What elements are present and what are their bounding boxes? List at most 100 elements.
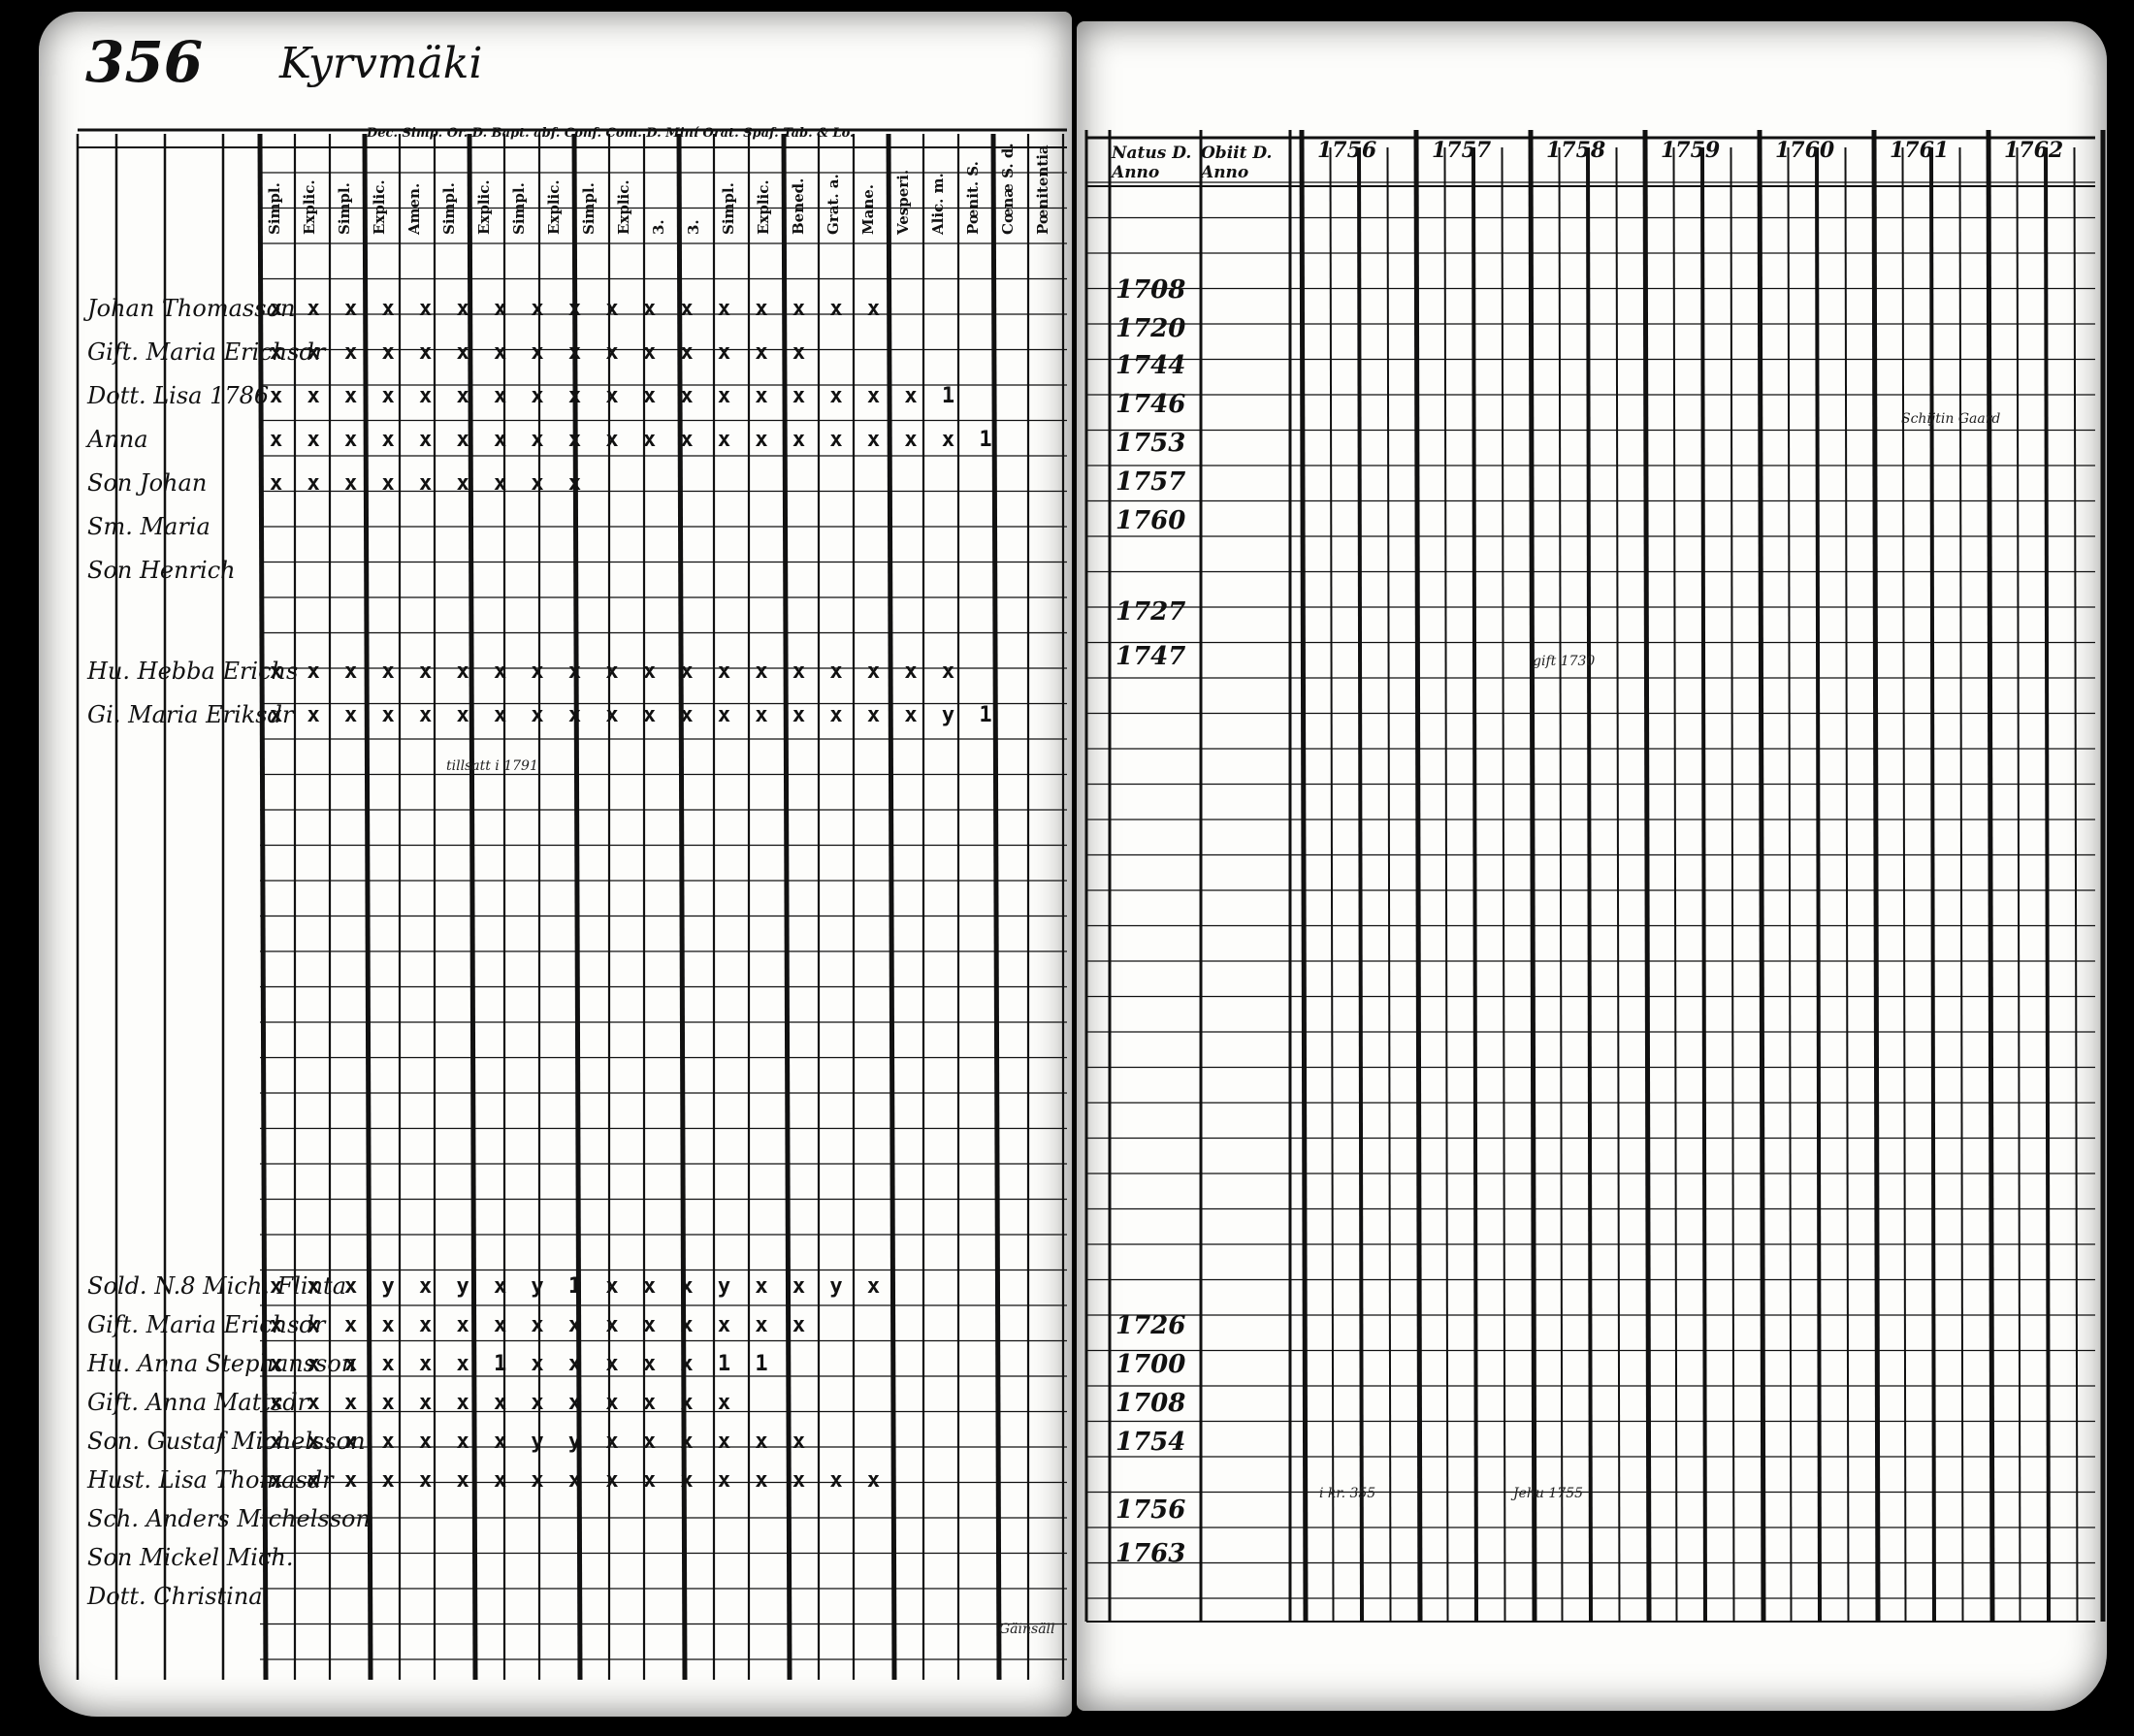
- year-subcolumn-line: [1958, 146, 1964, 1623]
- header-categories: Dec. Simp. Or. D. Bapt. abf. Conf. Com. …: [367, 126, 855, 141]
- year-subcolumn-line: [1357, 146, 1364, 1623]
- column-header: Bened.: [790, 177, 807, 235]
- year-subcolumn-line: [1787, 146, 1793, 1623]
- column-header: Simpl.: [336, 182, 353, 235]
- year-header: 1756: [1317, 138, 1377, 163]
- birth-year: 1720: [1116, 314, 1186, 343]
- page-number: 356: [85, 29, 204, 95]
- birth-year: 1744: [1116, 351, 1186, 380]
- birth-year: 1753: [1116, 429, 1186, 458]
- right-grid-lines: [1084, 129, 2106, 1623]
- year-header: 1757: [1432, 138, 1492, 163]
- person-name: Dott. Lisa 1786: [87, 382, 270, 409]
- person-name: Sm. Maria: [87, 513, 210, 540]
- column-line: [676, 133, 688, 1681]
- year-subcolumn-line: [1329, 146, 1335, 1623]
- birth-year: 1756: [1116, 1495, 1186, 1525]
- birth-year: 1727: [1116, 597, 1186, 627]
- year-subcolumn-line: [1501, 146, 1506, 1623]
- year-subcolumn-line: [1471, 146, 1478, 1623]
- column-header: Pœnitentia: [1034, 145, 1051, 235]
- attendance-marks: x x x x x x 1 x x x x x 1 1: [270, 1352, 774, 1376]
- column-header: Vesperi.: [894, 169, 912, 235]
- person-name: Gi. Maria Eriksdr: [87, 701, 294, 728]
- attendance-marks: x x x x x x x y y x x x x x x: [270, 1430, 812, 1454]
- column-header: Explic.: [615, 179, 632, 235]
- annotation-note: gift 1730: [1533, 654, 1596, 669]
- birth-year: 1760: [1116, 506, 1186, 535]
- person-name: Son Mickel Mich.: [87, 1544, 294, 1571]
- year-header: 1761: [1890, 138, 1950, 163]
- person-name: Sold. N.8 Mich. Flinta: [87, 1272, 346, 1300]
- column-header: Simpl.: [510, 182, 528, 235]
- person-name: Anna: [87, 426, 148, 453]
- year-subcolumn-line: [1586, 146, 1593, 1623]
- column-line: [990, 133, 1002, 1681]
- birth-year: 1708: [1116, 1389, 1186, 1418]
- column-header: Simpl.: [720, 182, 737, 235]
- year-header: 1762: [2004, 138, 2064, 163]
- person-name: Hu. Hebba Erichs: [87, 658, 299, 685]
- attendance-marks: x x x x x x x x x x x x x x x: [270, 1313, 812, 1337]
- left-grid-lines: [76, 128, 1067, 1681]
- column-header: Simpl.: [440, 182, 458, 235]
- birth-year: 1746: [1116, 390, 1186, 419]
- attendance-marks: x x x x x x x x x x x x x x x x x x 1: [270, 384, 961, 408]
- birth-year: 1754: [1116, 1428, 1186, 1457]
- natus-header: Natus D. Anno: [1112, 144, 1192, 182]
- obiit-header: Obiit D. Anno: [1201, 144, 1273, 182]
- person-name: Johan Thomasson: [87, 295, 296, 322]
- annotation-note: Schijtin Gaard: [1901, 411, 2001, 427]
- year-subcolumn-line: [1700, 146, 1707, 1623]
- attendance-marks: x x x x x x x x x: [270, 471, 588, 496]
- person-name: Dott. Christina: [87, 1583, 263, 1610]
- annotation-note: Gäinsäll: [999, 1622, 1055, 1637]
- year-subcolumn-line: [1558, 146, 1564, 1623]
- year-column-line: [1413, 129, 1423, 1623]
- attendance-marks: x x x y x y x y 1 x x x y x x y x: [270, 1274, 887, 1299]
- column-header: Cœnæ S. d.: [999, 143, 1017, 235]
- column-line: [362, 133, 373, 1681]
- year-header: 1759: [1661, 138, 1721, 163]
- column-line: [467, 133, 478, 1681]
- birth-year: 1757: [1116, 467, 1186, 497]
- attendance-marks: x x x x x x x x x x x x x x x x x x x 1: [270, 428, 998, 452]
- year-column-line: [1986, 129, 1995, 1623]
- person-name: Sch. Anders Michelsson: [87, 1505, 371, 1532]
- column-header: Amen.: [405, 182, 423, 235]
- year-column-line: [1871, 129, 1881, 1623]
- attendance-marks: x x x x x x x x x x x x x: [270, 1391, 737, 1415]
- column-header: Simpl.: [580, 182, 598, 235]
- year-subcolumn-line: [2073, 146, 2079, 1623]
- annotation-note: tillsatt i 1791: [446, 758, 538, 774]
- column-line: [781, 133, 792, 1681]
- attendance-marks: x x x x x x x x x x x x x x x: [270, 340, 812, 365]
- column-header: Simpl.: [266, 182, 283, 235]
- person-name: Gift. Anna Mattsdr: [87, 1389, 309, 1416]
- birth-year: 1708: [1116, 275, 1186, 305]
- left-page: 356 Kyrvmäki Dec. Simp. Or. D. Bapt. abf…: [39, 12, 1072, 1717]
- year-subcolumn-line: [1615, 146, 1621, 1623]
- attendance-marks: x x x x x x x x x x x x x x x x x x x: [270, 659, 961, 684]
- year-column-line: [1299, 129, 1309, 1623]
- person-name: Gift. Maria Erichsdr: [87, 338, 326, 366]
- column-line: [571, 133, 583, 1681]
- person-name: Son Henrich: [87, 557, 236, 584]
- person-name: Gift. Maria Erichsdr: [87, 1311, 326, 1338]
- attendance-marks: x x x x x x x x x x x x x x x x x: [270, 1468, 887, 1493]
- annotation-note: Jehu 1755: [1513, 1486, 1584, 1501]
- year-column-line: [1528, 129, 1537, 1623]
- year-subcolumn-line: [2044, 146, 2051, 1623]
- person-name: Son Johan: [87, 469, 208, 497]
- column-header: Explic.: [545, 179, 563, 235]
- column-header: Explic.: [301, 179, 318, 235]
- column-header: Pœnit. S.: [964, 161, 982, 235]
- column-header: 3.: [650, 219, 667, 235]
- year-subcolumn-line: [1672, 146, 1678, 1623]
- year-header: 1760: [1775, 138, 1835, 163]
- birth-year: 1763: [1116, 1539, 1186, 1568]
- column-header: 3.: [685, 219, 702, 235]
- birth-year: 1726: [1116, 1311, 1186, 1340]
- birth-year: 1700: [1116, 1350, 1186, 1379]
